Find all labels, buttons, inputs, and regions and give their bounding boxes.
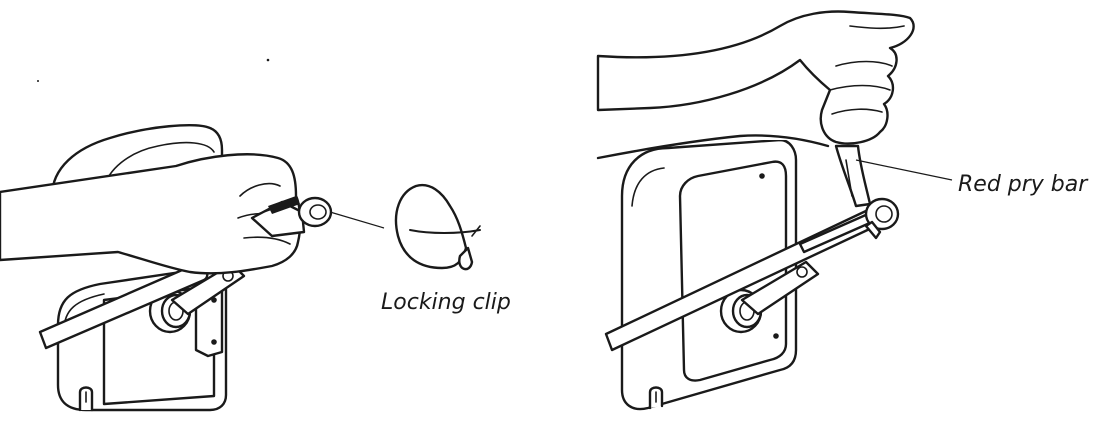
leader-locking-clip	[329, 211, 385, 229]
hand-left	[0, 153, 306, 275]
device-housing-right	[620, 138, 820, 411]
red-pry-bar-icon	[798, 144, 900, 254]
pin-left	[297, 196, 333, 228]
device-housing-left	[56, 262, 246, 412]
red-pry-bar-label: Red pry bar	[958, 172, 1088, 197]
locking-clip-label: Locking clip	[381, 290, 511, 315]
leader-red-pry-bar	[855, 159, 953, 181]
arm-right	[596, 133, 836, 160]
hand-right	[596, 10, 915, 145]
right-panel-drawing	[596, 10, 953, 411]
left-panel-drawing	[0, 58, 481, 412]
locking-clip-icon	[394, 183, 481, 271]
